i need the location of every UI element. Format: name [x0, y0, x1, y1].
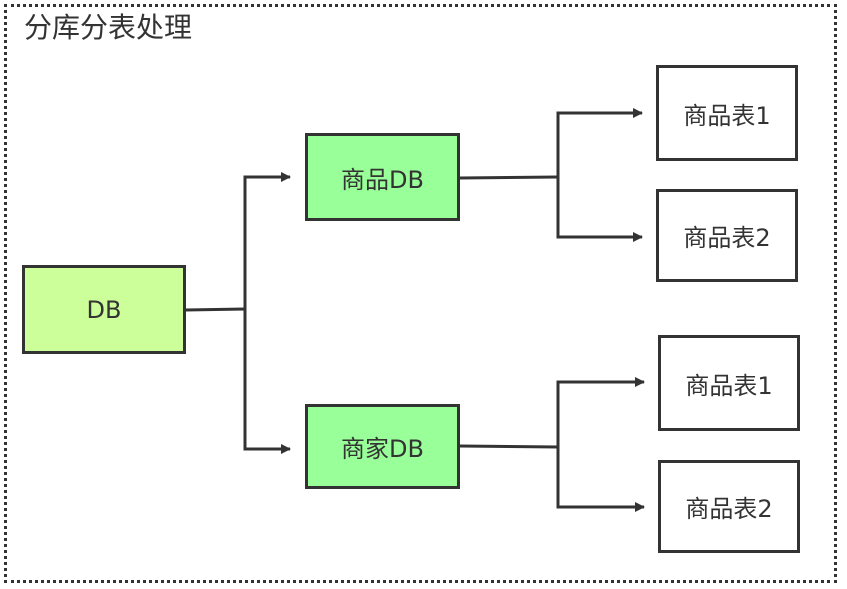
connector-merchant-db-to-table-2	[556, 447, 645, 512]
db-node-label: DB	[86, 295, 122, 324]
connector-goods-db-trunk	[459, 175, 559, 180]
merchant-db-node: 商家DB	[305, 404, 460, 489]
connector-merchant-db-to-table-1	[556, 377, 645, 447]
connector-db-to-goods-db	[243, 172, 291, 309]
connector-goods-db-to-table-2	[556, 177, 643, 242]
goods-db-node-label: 商品DB	[341, 165, 424, 194]
connector-goods-db-to-table-1	[556, 108, 643, 177]
db-node: DB	[22, 265, 186, 354]
merchant-goods-table-2-label: 商品表2	[685, 495, 773, 523]
goods-table-1-label: 商品表1	[683, 101, 771, 130]
merchant-goods-table-1-node: 商品表1	[658, 335, 800, 431]
connector-merchant-db-trunk	[459, 444, 559, 449]
goods-table-1-node: 商品表1	[656, 65, 798, 161]
diagram-frame	[4, 4, 837, 583]
diagram-title: 分库分表处理	[24, 11, 193, 44]
merchant-db-node-label: 商家DB	[341, 435, 424, 463]
goods-db-node: 商品DB	[305, 133, 460, 221]
merchant-goods-table-1-label: 商品表1	[685, 371, 773, 400]
connector-db-to-merchant-db	[243, 309, 291, 454]
merchant-goods-table-2-node: 商品表2	[658, 460, 800, 553]
connector-db-trunk	[185, 307, 246, 312]
goods-table-2-node: 商品表2	[656, 189, 798, 282]
goods-table-2-label: 商品表2	[683, 224, 771, 252]
